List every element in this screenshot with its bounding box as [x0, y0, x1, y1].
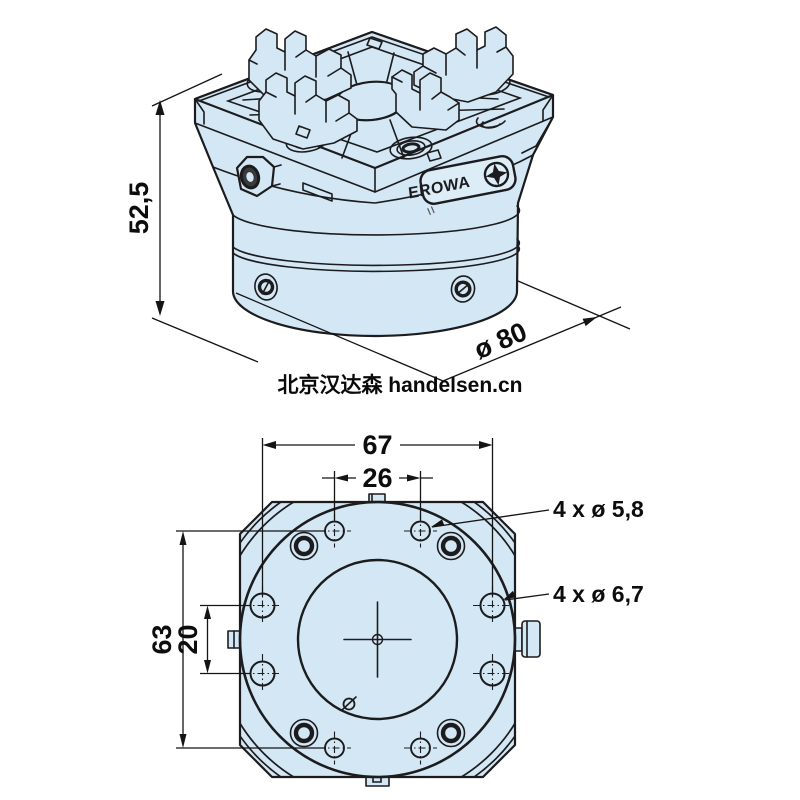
dimension-width-67: 67	[261, 430, 494, 596]
base-screw-right	[450, 275, 476, 303]
dim-67-value: 67	[362, 430, 392, 460]
jaw-front-right	[391, 69, 460, 131]
edge-tab	[295, 125, 311, 139]
base-screw-left	[254, 273, 278, 301]
jaw-front-left	[258, 72, 358, 150]
center-mark	[343, 601, 412, 678]
edge-tab	[366, 37, 383, 50]
dimension-spacing-20: 20	[173, 604, 251, 675]
dimension-height-63: 63	[147, 530, 326, 749]
hex-plug	[235, 155, 282, 198]
body-circle	[238, 500, 517, 779]
label-small-holes: 4 x ø 5,8	[431, 496, 644, 528]
pin-hole	[341, 696, 357, 711]
dim-height-value: 52,5	[124, 182, 154, 235]
dim-63-value: 63	[147, 624, 177, 654]
dim-20-value: 20	[173, 624, 203, 654]
label-small-holes-text: 4 x ø 5,8	[553, 496, 644, 522]
clamping-jaws	[248, 26, 514, 150]
center-bore-circle	[296, 558, 459, 721]
right-knob	[514, 620, 541, 658]
dimension-spacing-26: 26	[322, 463, 433, 520]
edge-tab	[426, 149, 442, 162]
dim-26-value: 26	[362, 463, 392, 493]
counterbore-holes	[289, 531, 466, 748]
dimension-height-52-5: 52,5	[124, 73, 259, 363]
isometric-view: EROWA	[193, 26, 555, 338]
label-large-holes-text: 4 x ø 6,7	[553, 581, 644, 607]
label-large-holes: 4 x ø 6,7	[503, 581, 644, 607]
plan-view	[227, 493, 541, 787]
erowa-logo: EROWA	[407, 155, 517, 216]
watermark-text: 北京汉达森 handelsen.cn	[277, 373, 522, 397]
erowa-star-icon	[485, 163, 508, 186]
